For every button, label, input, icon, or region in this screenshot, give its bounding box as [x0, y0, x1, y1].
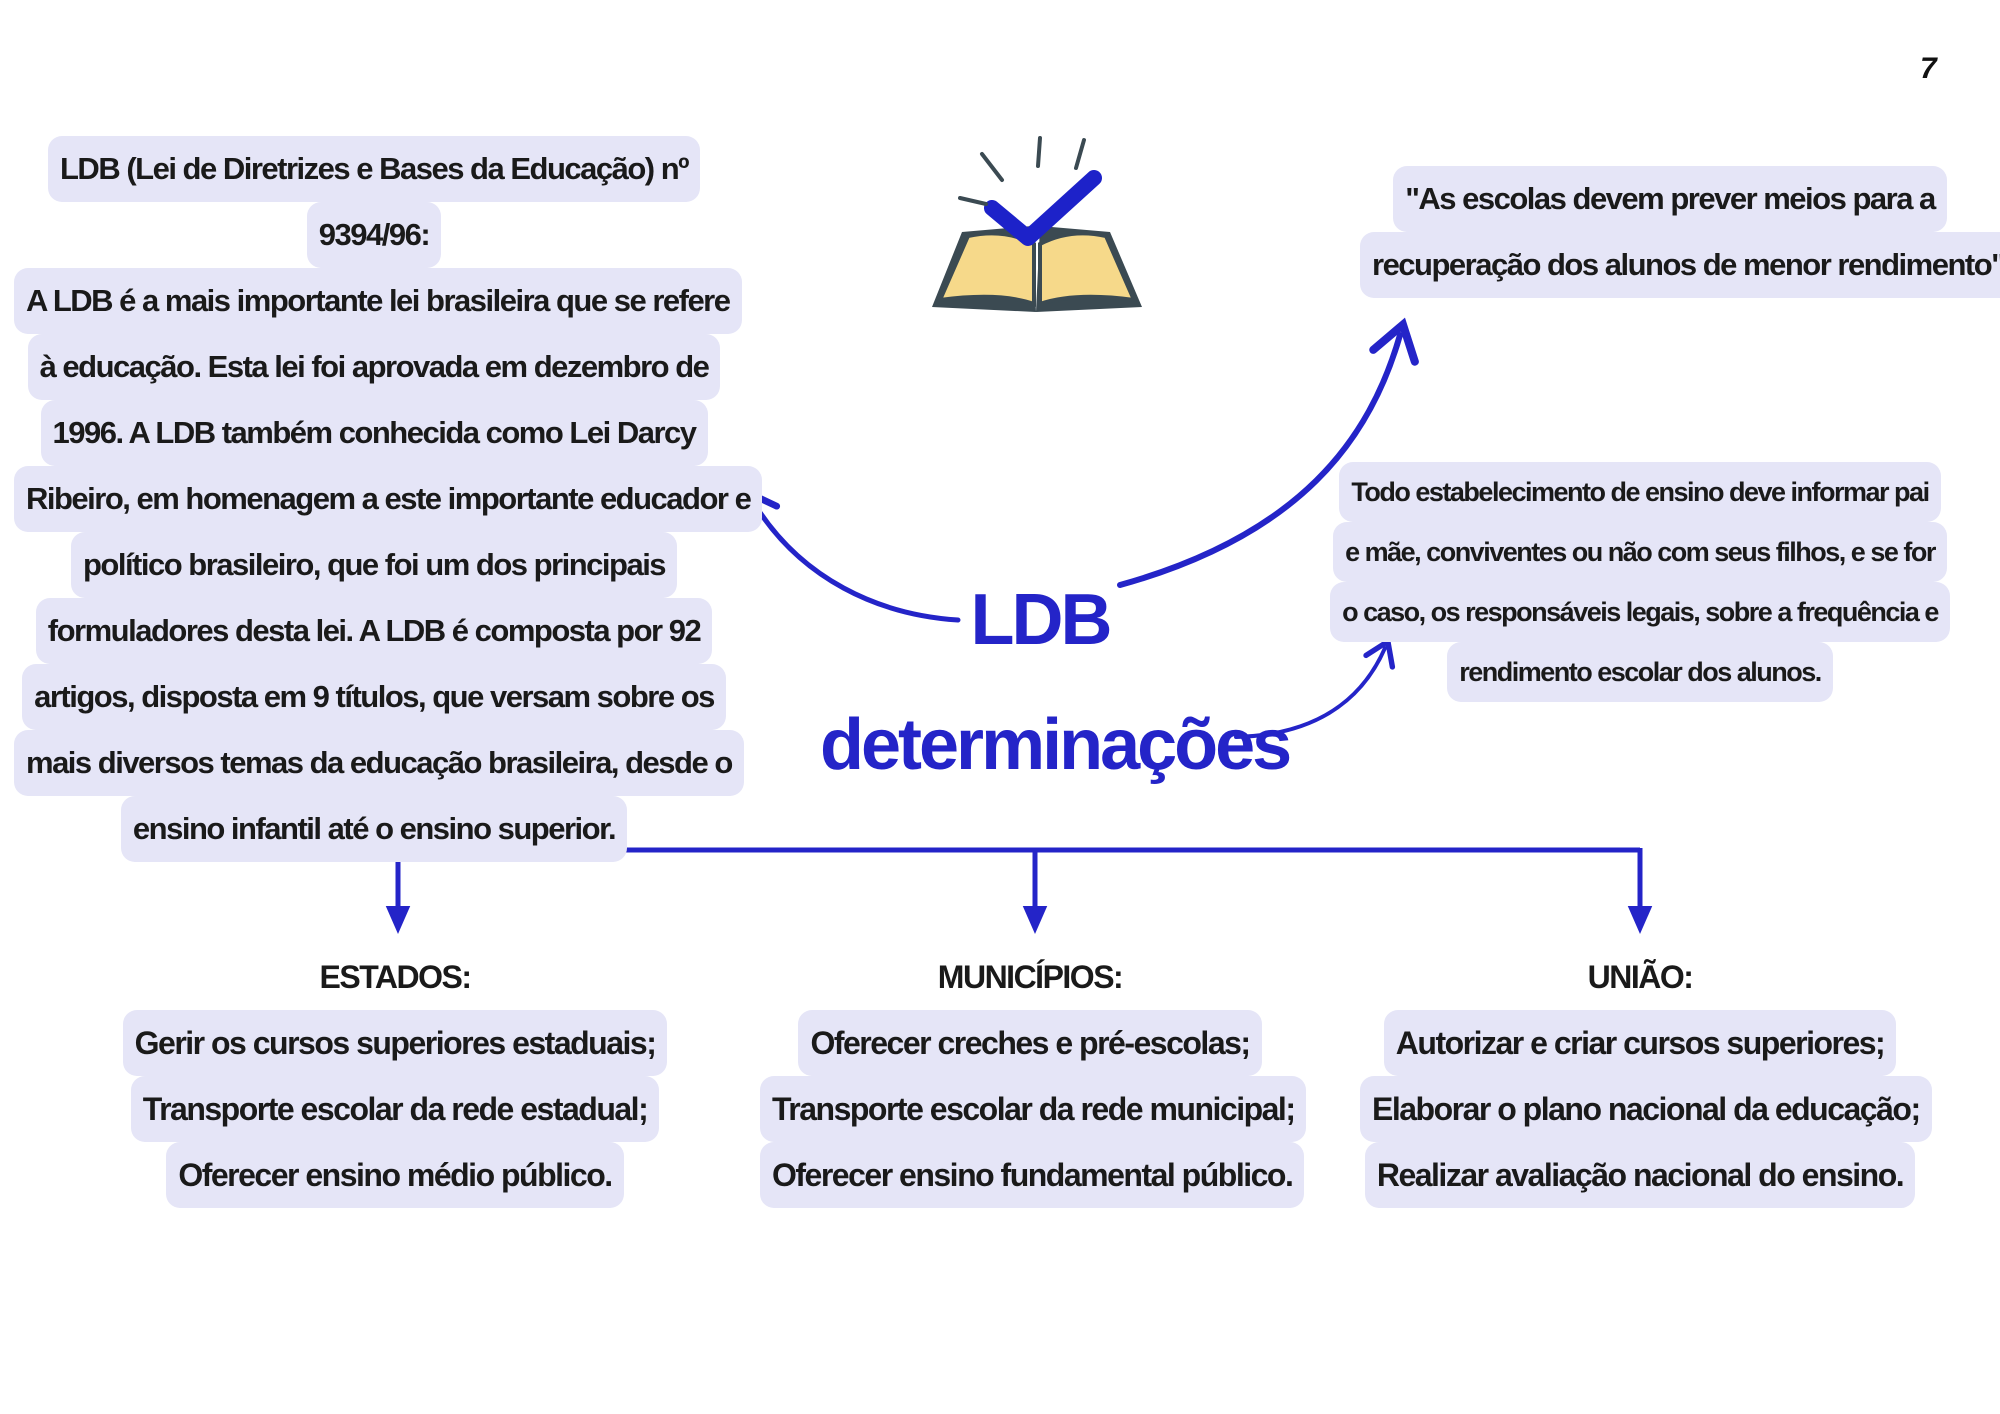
information-line: e mãe, conviventes ou não com seus filho… — [1333, 522, 1947, 582]
ldb-line: político brasileiro, que foi um dos prin… — [70, 532, 678, 598]
branch-item: Autorizar e criar cursos superiores; — [1383, 1010, 1897, 1076]
ldb-line: formuladores desta lei. A LDB é composta… — [35, 598, 713, 664]
arrow-to-information — [1234, 636, 1396, 739]
branch-estados: ESTADOS: Gerir os cursos superiores esta… — [100, 944, 690, 1208]
branch-item: Oferecer creches e pré-escolas; — [798, 1010, 1262, 1076]
page-number: 7 — [1920, 52, 1937, 85]
information-line: rendimento escolar dos alunos. — [1447, 642, 1833, 702]
branch-item: Oferecer ensino fundamental público. — [760, 1142, 1305, 1208]
center-title-determinacoes: determinações — [820, 705, 1292, 785]
branch-item: Transporte escolar da rede municipal; — [760, 1076, 1307, 1142]
ldb-line: mais diversos temas da educação brasilei… — [14, 730, 744, 796]
ldb-line: à educação. Esta lei foi aprovada em dez… — [27, 334, 721, 400]
branch-item: Realizar avaliação nacional do ensino. — [1364, 1142, 1916, 1208]
ldb-line: A LDB é a mais importante lei brasileira… — [14, 268, 742, 334]
center-title-ldb: LDB — [970, 580, 1113, 660]
branch-uniao: UNIÃO: Autorizar e criar cursos superior… — [1360, 944, 1932, 1208]
ldb-line: ensino infantil até o ensino superior. — [120, 796, 628, 862]
quote-line: "As escolas devem prever meios para a — [1393, 166, 1947, 232]
ldb-line: artigos, disposta em 9 títulos, que vers… — [22, 664, 726, 730]
branch-item: Elaborar o plano nacional da educação; — [1360, 1076, 1932, 1142]
quote-line: recuperação dos alunos de menor rendimen… — [1360, 232, 2000, 298]
ldb-line: 1996. A LDB também conhecida como Lei Da… — [40, 400, 708, 466]
branch-heading: ESTADOS: — [319, 959, 472, 995]
arrow-to-description — [742, 487, 961, 623]
branch-item: Oferecer ensino médio público. — [166, 1142, 624, 1208]
branch-municipios: MUNICÍPIOS: Oferecer creches e pré-escol… — [760, 944, 1307, 1208]
ldb-line: LDB (Lei de Diretrizes e Bases da Educaç… — [48, 136, 700, 202]
branch-item: Transporte escolar da rede estadual; — [130, 1076, 660, 1142]
information-line: o caso, os responsáveis legais, sobre a … — [1330, 582, 1950, 642]
arrow-to-quote — [1117, 317, 1419, 588]
information-line: Todo estabelecimento de ensino deve info… — [1339, 462, 1941, 522]
quote-block: "As escolas devem prever meios para a re… — [1360, 166, 2000, 298]
ldb-line: Ribeiro, em homenagem a este importante … — [14, 466, 763, 532]
information-block: Todo estabelecimento de ensino deve info… — [1330, 462, 1950, 702]
ldb-description-block: LDB (Lei de Diretrizes e Bases da Educaç… — [14, 136, 763, 862]
ldb-line: 9394/96: — [306, 202, 442, 268]
branch-heading: MUNICÍPIOS: — [937, 959, 1124, 995]
branch-item: Gerir os cursos superiores estaduais; — [122, 1010, 668, 1076]
branch-heading: UNIÃO: — [1587, 959, 1694, 995]
open-book-check-icon — [932, 136, 1142, 312]
